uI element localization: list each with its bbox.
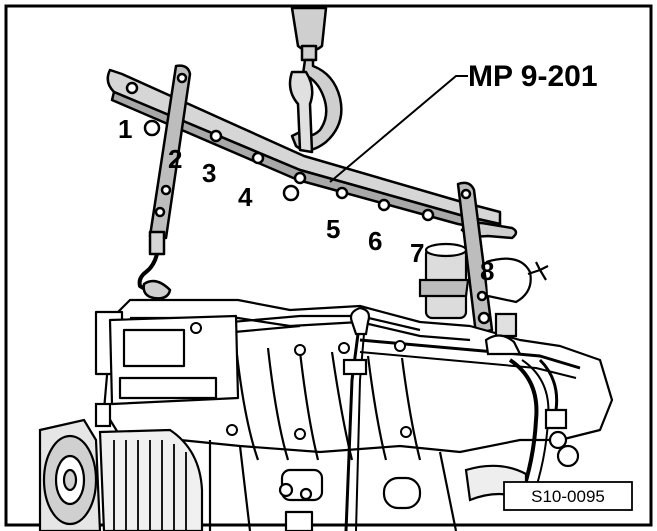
hole-label-8: 8	[480, 256, 494, 286]
hole-label-7: 7	[410, 238, 424, 268]
center-bolt	[282, 184, 300, 202]
crane-hook	[288, 6, 343, 154]
left-hanger	[137, 64, 192, 300]
hole-label-5: 5	[326, 214, 340, 244]
hole-label-4: 4	[238, 182, 253, 212]
outer-border	[4, 4, 653, 527]
hole-label-6: 6	[368, 226, 382, 256]
hole-label-2: 2	[168, 144, 182, 174]
tool-label: MP 9-201	[468, 60, 598, 93]
oil-dipstick	[342, 306, 371, 531]
right-hanger	[456, 181, 494, 336]
ignition-coil	[418, 242, 549, 320]
bar-holes	[125, 81, 435, 222]
tool-leader-line	[329, 75, 468, 183]
hole-label-3: 3	[202, 158, 216, 188]
image-code-box	[503, 481, 633, 511]
hole-label-1: 1	[118, 114, 132, 144]
left-bolt	[143, 119, 161, 137]
engine-block	[94, 298, 614, 531]
image-code: S10-0095	[531, 487, 605, 506]
engine-bolts	[190, 322, 504, 440]
alternator	[38, 402, 204, 531]
